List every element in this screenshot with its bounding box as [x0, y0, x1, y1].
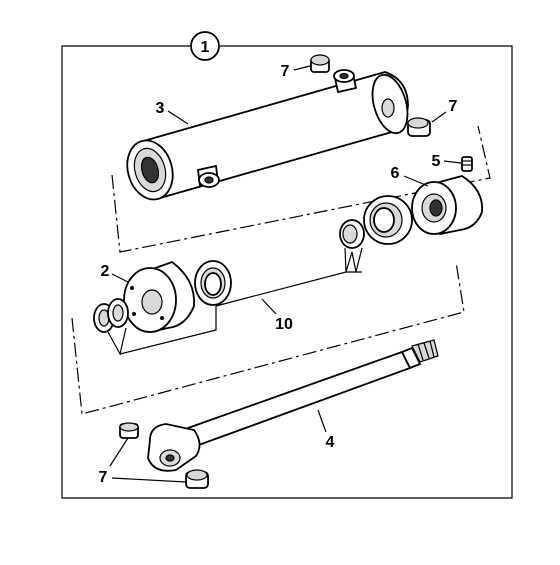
piston — [411, 175, 484, 236]
piston-seal-ring-small — [339, 219, 365, 249]
callout-2: 2 — [101, 263, 110, 280]
bush-top — [310, 54, 330, 73]
grease-nipple — [461, 156, 473, 172]
leader-bush-top — [293, 65, 311, 71]
barrel-bracket — [111, 125, 491, 253]
gland-o-ring — [194, 260, 232, 306]
rod-eye-bush-upper — [119, 422, 139, 439]
gland — [123, 260, 195, 334]
callout-4: 4 — [326, 434, 335, 451]
piston-seal-ring-large — [363, 195, 413, 245]
leader-bush-right — [431, 111, 447, 123]
assembly-frame — [61, 45, 513, 499]
callout-10: 10 — [275, 316, 293, 333]
callout-5: 5 — [432, 153, 441, 170]
seal-kit-bracket — [119, 306, 217, 355]
leader-piston-rod — [317, 409, 327, 433]
callout-7-bottom: 7 — [99, 469, 108, 486]
leader-rod-eye-bush-upper — [109, 437, 129, 467]
leader-rod-eye-bush-lower — [111, 477, 187, 483]
leader-grease-nipple — [443, 160, 462, 164]
leader-gland — [111, 273, 129, 283]
leader-piston-seals — [344, 247, 363, 273]
callout-6: 6 — [391, 165, 400, 182]
callout-1: 1 — [201, 39, 210, 56]
rod-bracket — [71, 261, 465, 415]
bush-right — [407, 117, 431, 137]
cylinder-barrel — [126, 69, 409, 201]
rod-seal-pair — [93, 298, 129, 333]
leader-rod-seals — [107, 327, 127, 356]
piston-rod — [147, 339, 439, 472]
callout-3: 3 — [156, 100, 165, 117]
seal-kit-bracket-upper — [215, 271, 362, 307]
assembly-callout-circle — [190, 31, 220, 61]
leader-barrel — [167, 110, 189, 125]
leader-seal-kit — [261, 298, 277, 315]
callout-7-top: 7 — [281, 63, 290, 80]
rod-eye-bush-lower — [185, 469, 209, 489]
callout-7-right: 7 — [449, 98, 458, 115]
leader-piston — [403, 175, 429, 187]
